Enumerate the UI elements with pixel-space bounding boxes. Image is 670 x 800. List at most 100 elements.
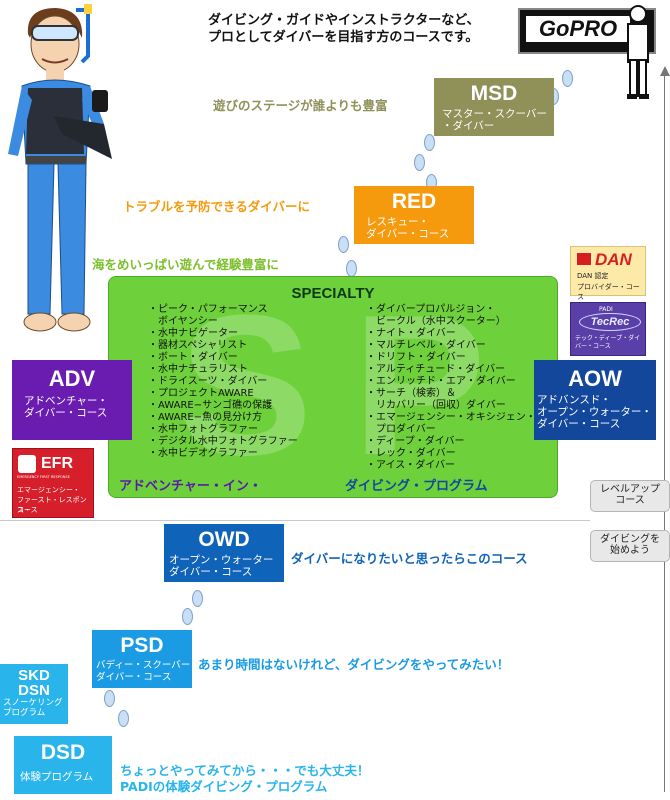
efr-tag: EMERGENCY FIRST RESPONSE [17, 475, 70, 479]
course-skd-code: SKD [18, 667, 50, 684]
course-dsn-code: DSN [18, 682, 50, 699]
dan-flag-icon [577, 253, 591, 265]
specialty-right-item[interactable]: リカバリー（回収）ダイバー [366, 400, 506, 411]
start-line2: 始めよう [610, 545, 650, 556]
specialty-right-item[interactable]: ・サーチ（検索）＆ [366, 388, 456, 399]
course-aow-sub1: アドバンスド・ [537, 394, 611, 406]
course-msd-sub2: ・ダイバー [442, 120, 495, 132]
specialty-list-left: ・ピーク・パフォーマンス ボイヤンシー・水中ナビゲーター・器材スペシャリスト・ボ… [148, 304, 298, 460]
course-msd[interactable]: MSD マスター・スクーバー ・ダイバー [434, 78, 554, 136]
course-adv-code: ADV [48, 366, 96, 391]
specialty-left-item[interactable]: ・AWARE−魚の見分け方 [148, 412, 263, 423]
specialty-left-item[interactable]: ボイヤンシー [148, 316, 218, 327]
tecrec-logo[interactable]: PADI TecRec テック・ディープ・ダイバー・コース [570, 302, 646, 356]
course-aow[interactable]: AOW アドバンスド・ オープン・ウォーター・ ダイバー・コース [534, 360, 656, 440]
course-psd-sub2: ダイバー・コース [96, 672, 172, 683]
course-owd-sub1: オープン・ウォーター [169, 554, 274, 566]
caption-psd: あまり時間はないけれど、ダイビングをやってみたい！ [198, 657, 510, 672]
specialty-title: SPECIALTY [291, 285, 375, 302]
specialty-right-item[interactable]: ・エンリッチド・エア・ダイバー [366, 376, 516, 387]
course-owd-sub2: ダイバー・コース [169, 566, 253, 578]
course-dsd-code: DSD [40, 741, 86, 764]
specialty-left-item[interactable]: ・器材スペシャリスト [148, 340, 248, 351]
specialty-right-item[interactable]: ・ドリフト・ダイバー [366, 352, 466, 363]
efr-sub1: エマージェンシー・ [17, 486, 80, 494]
caption-msd: 遊びのステージが誰よりも豊富 [213, 98, 388, 113]
gopro-label: GoPRO [526, 16, 630, 42]
course-owd-code: OWD [198, 528, 250, 551]
levelup-button[interactable]: レベルアップ コース [590, 480, 670, 512]
specialty-right-item[interactable]: ・マルチレベル・ダイバー [366, 340, 486, 351]
level-divider [0, 520, 590, 521]
specialty-footer-left: アドベンチャー・イン・ [119, 479, 262, 494]
course-dsd[interactable]: DSD 体験プログラム [14, 736, 112, 794]
course-red-code: RED [391, 190, 437, 213]
specialty-right-item[interactable]: ビークル（水中スクーター） [366, 316, 506, 327]
start-line1: ダイビングを [600, 534, 660, 545]
specialty-left-item[interactable]: ・ドライスーツ・ダイバー [148, 376, 268, 387]
level-axis-arrow [660, 66, 670, 76]
course-red-sub1: レスキュー・ [366, 216, 429, 228]
specialty-left-item[interactable]: ・デジタル水中フォトグラファー [148, 436, 298, 447]
efr-sub3: コース [17, 506, 38, 514]
course-aow-sub3: ダイバー・コース [537, 418, 621, 430]
course-adv-sub2: ダイバー・コース [24, 407, 108, 419]
specialty-right-item[interactable]: ・ナイト・ダイバー [366, 328, 456, 339]
specialty-bg-letters: SP [179, 276, 526, 497]
level-axis [664, 72, 665, 792]
course-red-sub2: ダイバー・コース [366, 228, 450, 240]
course-dsd-sub1: 体験プログラム [20, 771, 94, 783]
efr-heart-icon [18, 455, 36, 473]
caption-owd: ダイバーになりたいと思ったらこのコース [291, 551, 528, 566]
course-red[interactable]: RED レスキュー・ ダイバー・コース [354, 186, 474, 244]
specialty-left-item[interactable]: ・プロジェクトAWARE [148, 388, 254, 399]
efr-logo[interactable]: EFR EMERGENCY FIRST RESPONSE エマージェンシー・ フ… [12, 448, 94, 518]
specialty-footer-right: ダイビング・プログラム [345, 479, 488, 494]
caption-specialty: 海をめいっぱい遊んで経験豊富に [92, 257, 279, 272]
course-aow-code: AOW [568, 366, 622, 391]
specialty-right-item[interactable]: ・エマージェンシー・オキシジェン・ [366, 412, 536, 423]
course-adv-sub1: アドベンチャー・ [24, 395, 108, 407]
dan-name: DAN [595, 250, 632, 269]
course-aow-sub2: オープン・ウォーター・ [537, 406, 652, 418]
course-skd-dsn[interactable]: SKD DSN スノーケリング プログラム [0, 664, 68, 724]
caption-dsd1: ちょっとやってみてから・・・でも大丈夫！ [120, 763, 370, 778]
dan-sub1: DAN 認定 [577, 272, 609, 280]
dan-sub2: プロバイダー・コース [577, 283, 640, 301]
specialty-left-item[interactable]: ・ピーク・パフォーマンス [148, 304, 268, 315]
specialty-right-item[interactable]: ・ダイバープロパルジョン・ [366, 304, 496, 315]
caption-red: トラブルを予防できるダイバーに [123, 199, 311, 214]
course-adv[interactable]: ADV アドベンチャー・ ダイバー・コース [12, 360, 132, 440]
specialty-right-item[interactable]: プロダイバー [366, 424, 436, 435]
start-diving-button[interactable]: ダイビングを 始めよう [590, 530, 670, 562]
specialty-left-item[interactable]: ・ボート・ダイバー [148, 352, 238, 363]
specialty-right-item[interactable]: ・ディープ・ダイバー [366, 436, 465, 447]
specialty-left-item[interactable]: ・水中ナチュラリスト [148, 364, 248, 375]
course-msd-code: MSD [470, 82, 518, 105]
specialty-panel: SP SPECIALTY アドベンチャー・イン・ ダイビング・プログラム [108, 276, 558, 498]
specialty-left-item[interactable]: ・AWARE−サンゴ礁の保護 [148, 400, 273, 411]
caption-dsd2: PADIの体験ダイビング・プログラム [120, 779, 328, 794]
course-psd-sub1: バディー・スクーバー [96, 660, 191, 671]
course-msd-sub1: マスター・スクーバー [442, 108, 547, 120]
efr-sub2: ファースト・レスポンス・ [17, 496, 87, 514]
diver-character-icon [8, 4, 112, 332]
levelup-line1: レベルアップ [600, 484, 660, 495]
specialty-right-item[interactable]: ・アルティチュード・ダイバー [366, 364, 506, 375]
course-psd[interactable]: PSD バディー・スクーバー ダイバー・コース [92, 630, 192, 688]
specialty-left-item[interactable]: ・水中ビデオグラファー [148, 448, 258, 459]
course-owd[interactable]: OWD オープン・ウォーター ダイバー・コース [164, 524, 284, 582]
dan-logo[interactable]: DAN DAN 認定 プロバイダー・コース [570, 246, 646, 301]
specialty-left-item[interactable]: ・水中フォトグラファー [148, 424, 258, 435]
course-psd-code: PSD [120, 634, 164, 657]
efr-name: EFR [41, 455, 73, 472]
header-line2: プロとしてダイバーを目指す方のコースです。 [208, 30, 479, 45]
levelup-line2: コース [615, 495, 645, 506]
header-line1: ダイビング・ガイドやインストラクターなど、 [208, 13, 480, 28]
specialty-right-item[interactable]: ・アイス・ダイバー [366, 460, 455, 471]
specialty-left-item[interactable]: ・水中ナビゲーター [148, 328, 238, 339]
course-skd-sub1: スノーケリング [3, 698, 63, 708]
course-skd-sub2: プログラム [3, 708, 46, 718]
tecrec-top: PADI [599, 306, 613, 313]
specialty-right-item[interactable]: ・レック・ダイバー [366, 448, 456, 459]
